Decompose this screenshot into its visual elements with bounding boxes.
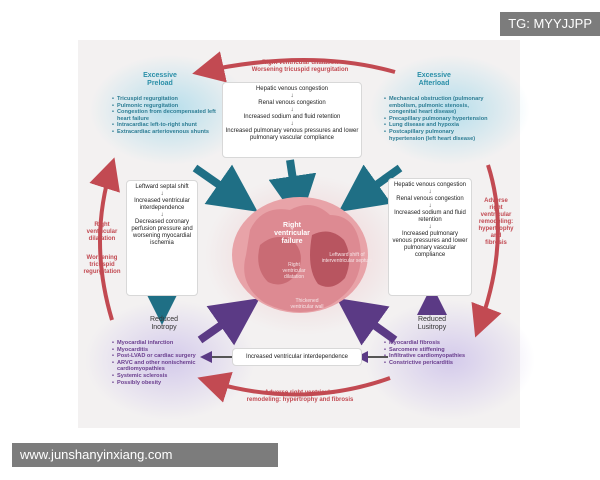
preload-to-heart-arrow: [192, 164, 258, 212]
inotropy-list: Myocardial infarction Myocarditis Post-L…: [112, 340, 224, 386]
bottom-cycle-arrow: [197, 371, 391, 403]
list-item: Extracardiac arteriovenous shunts: [112, 129, 218, 136]
list-item: Pulmonic regurgitation: [112, 103, 218, 110]
box-line: Increased ventricular interdependence: [134, 198, 190, 211]
list-item: ARVC and other nonischemic cardiomyopath…: [112, 360, 224, 373]
down-arrow-icon: ↓: [290, 93, 294, 99]
list-item: Systemic sclerosis: [112, 373, 224, 380]
down-arrow-icon: ↓: [160, 212, 164, 218]
box-line: Increased ventricular interdependence: [245, 354, 349, 360]
top-to-heart-arrow: [268, 159, 317, 224]
list-item: Myocardial fibrosis: [384, 340, 494, 347]
bottom-interdependence-box: Increased ventricular interdependence: [232, 348, 362, 366]
box-line: Decreased coronary perfusion pressure an…: [131, 219, 193, 246]
box-line: Increased pulmonary venous pressures and…: [225, 128, 359, 141]
list-item: Postcapillary pulmonary hypertension (le…: [384, 129, 488, 142]
afterload-to-heart-arrow: [338, 164, 403, 212]
box-line: Increased sodium and fluid retention: [243, 114, 341, 120]
list-item: Lung disease and hypoxia: [384, 122, 488, 129]
watermark-bottom: www.junshanyinxiang.com: [12, 443, 278, 467]
watermark-top: TG: MYYJJPP: [500, 12, 600, 36]
box-line: Hepatic venous congestion: [255, 86, 329, 92]
list-item: Sarcomere stiffening: [384, 347, 494, 354]
lusitropy-list: Myocardial fibrosis Sarcomere stiffening…: [384, 340, 494, 366]
down-arrow-icon: ↓: [428, 203, 432, 209]
list-item: Infiltrative cardiomyopathies: [384, 353, 494, 360]
box-line: Renal venous congestion: [258, 100, 326, 106]
left-consequences-box: Leftward septal shift ↓ Increased ventri…: [126, 180, 198, 296]
preload-list: Tricuspid regurgitation Pulmonic regurgi…: [112, 96, 218, 136]
list-item: Myocarditis: [112, 347, 224, 354]
list-item: Precapillary pulmonary hypertension: [384, 116, 488, 123]
top-consequences-box: Hepatic venous congestion ↓ Renal venous…: [222, 82, 362, 158]
inotropy-to-heart-arrow: [197, 298, 260, 346]
list-item: Tricuspid regurgitation: [112, 96, 218, 103]
down-arrow-icon: ↓: [428, 189, 432, 195]
down-arrow-icon: ↓: [160, 191, 164, 197]
right-consequences-box: Hepatic venous congestion ↓ Renal venous…: [388, 178, 472, 296]
lusitropy-to-heart-arrow: [336, 298, 398, 346]
list-item: Constrictive pericarditis: [384, 360, 494, 367]
left-cycle-arrow: [89, 157, 120, 321]
box-line: Renal venous congestion: [396, 196, 464, 202]
list-item: Congestion from decompensated left heart…: [112, 109, 218, 122]
septum-label: Leftward shift of interventricular septu…: [321, 252, 373, 264]
list-item: Mechanical obstruction (pulmonary emboli…: [384, 96, 488, 116]
list-item: Post-LVAD or cardiac surgery: [112, 353, 224, 360]
down-arrow-icon: ↓: [290, 121, 294, 127]
down-arrow-icon: ↓: [290, 107, 294, 113]
afterload-list: Mechanical obstruction (pulmonary emboli…: [384, 96, 488, 142]
down-arrow-icon: ↓: [428, 224, 432, 230]
list-item: Intracardiac left-to-right shunt: [112, 122, 218, 129]
top-cycle-arrow: [192, 51, 396, 83]
box-line: Leftward septal shift: [135, 184, 189, 190]
list-item: Possibly obesity: [112, 380, 224, 387]
right-cycle-arrow: [471, 164, 502, 338]
box-line: Increased sodium and fluid retention: [394, 210, 466, 223]
box-line: Increased pulmonary venous pressures and…: [392, 231, 468, 258]
list-item: Myocardial infarction: [112, 340, 224, 347]
box-line: Hepatic venous congestion: [393, 182, 467, 188]
